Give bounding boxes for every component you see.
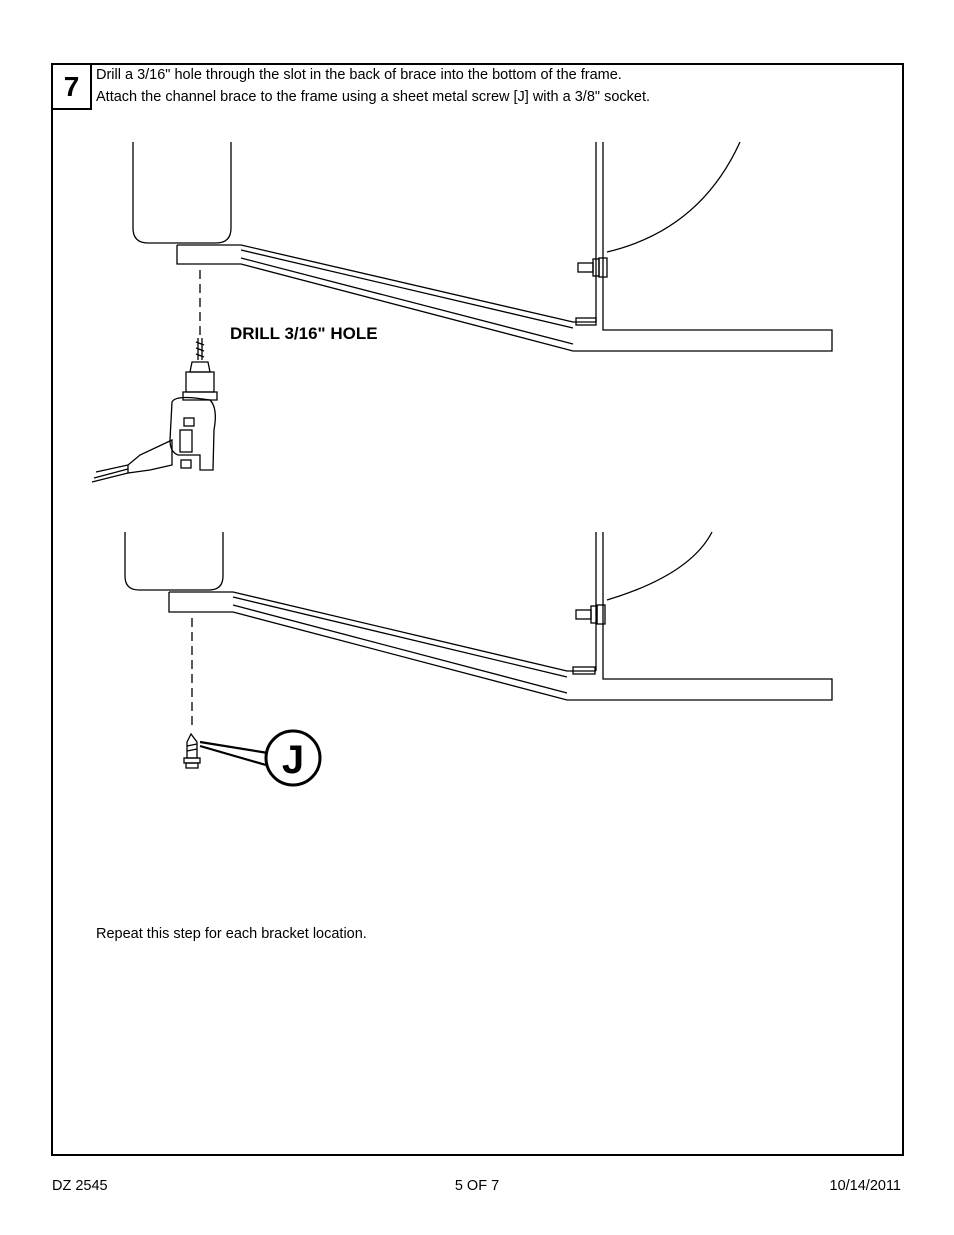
callout-letter: J xyxy=(282,738,304,782)
bolt xyxy=(577,262,594,273)
channel-brace xyxy=(176,245,833,352)
callout-leader xyxy=(199,740,269,767)
footer-date: 10/14/2011 xyxy=(829,1178,902,1194)
step-frame xyxy=(51,63,904,1156)
frame-post xyxy=(132,142,232,244)
footer-doc-id: DZ 2545 xyxy=(52,1178,108,1194)
footer-page-number: 5 OF 7 xyxy=(454,1178,500,1194)
callout-circle xyxy=(264,729,322,787)
figure-screw xyxy=(124,531,833,787)
step-number: 7 xyxy=(51,63,92,110)
drill-icon xyxy=(91,338,218,483)
repeat-note: Repeat this step for each bracket locati… xyxy=(96,926,367,942)
figure-drill xyxy=(91,141,833,483)
instruction-line-2: Attach the channel brace to the frame us… xyxy=(96,89,651,105)
wheel-arc xyxy=(606,141,741,253)
drill-label: DRILL 3/16" HOLE xyxy=(230,324,378,343)
screw-icon xyxy=(183,732,201,769)
instruction-line-1: Drill a 3/16" hole through the slot in t… xyxy=(96,67,622,83)
